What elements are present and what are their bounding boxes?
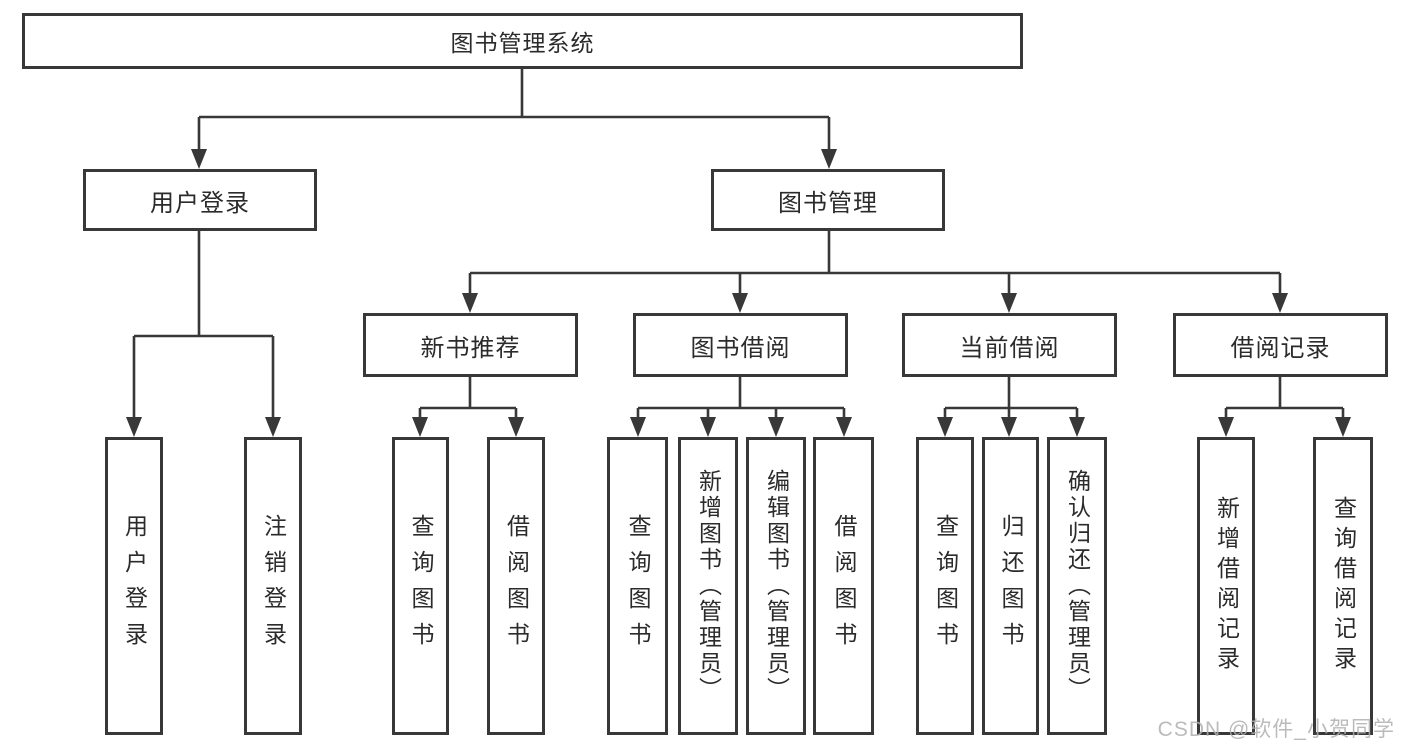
node-current-borrowing: 当前借阅	[902, 313, 1117, 377]
node-borrowing-records: 借阅记录	[1173, 313, 1388, 377]
leaf-logout-label: 注销登录	[260, 514, 287, 658]
node-current-borrowing-label: 当前借阅	[959, 334, 1060, 362]
leaf-add-borrow-record-label: 新增借阅记录	[1213, 496, 1240, 676]
leaf-query-books-borrowing: 查询图书	[607, 437, 668, 735]
node-root-label: 图书管理系统	[450, 30, 595, 56]
node-new-book-recommend-label: 新书推荐	[420, 334, 521, 362]
node-book-borrowing: 图书借阅	[633, 313, 848, 377]
leaf-user-login: 用户登录	[105, 437, 163, 735]
edge-user-login-children	[132, 231, 275, 419]
leaf-return-books: 归还图书	[982, 437, 1039, 735]
leaf-query-books-recommend-label: 查询图书	[408, 514, 434, 658]
edge-new-book-recommend-children	[418, 377, 518, 419]
edge-current-borrowing-children	[943, 377, 1079, 419]
node-user-login-label: 用户登录	[150, 189, 250, 217]
leaf-query-books-current: 查询图书	[916, 437, 974, 735]
leaf-query-borrow-record: 查询借阅记录	[1313, 437, 1373, 735]
leaf-confirm-return-admin: 确认归还（管理员）	[1047, 437, 1107, 735]
leaf-edit-books-admin-label: 编辑图书（管理员）	[763, 469, 790, 703]
leaf-user-login-label: 用户登录	[121, 514, 148, 658]
csdn-watermark: CSDN @软件_小贺同学	[1157, 718, 1395, 741]
edge-borrowing-records-children	[1224, 377, 1345, 419]
leaf-query-books-current-label: 查询图书	[932, 514, 959, 658]
leaf-add-books-admin: 新增图书（管理员）	[678, 437, 738, 735]
edge-book-borrowing-children	[636, 377, 846, 419]
leaf-borrow-books-borrowing: 借阅图书	[813, 437, 874, 735]
leaf-return-books-label: 归还图书	[998, 514, 1024, 658]
node-new-book-recommend: 新书推荐	[363, 313, 578, 377]
leaf-edit-books-admin: 编辑图书（管理员）	[746, 437, 806, 735]
leaf-query-books-borrowing-label: 查询图书	[625, 514, 651, 658]
leaf-logout: 注销登录	[244, 437, 302, 735]
node-user-login: 用户登录	[83, 169, 317, 231]
node-root: 图书管理系统	[22, 13, 1023, 69]
leaf-add-borrow-record: 新增借阅记录	[1197, 437, 1255, 735]
leaf-confirm-return-admin-label: 确认归还（管理员）	[1064, 469, 1091, 703]
arrowheads	[126, 149, 1351, 437]
leaf-query-books-recommend: 查询图书	[392, 437, 449, 735]
node-book-borrowing-label: 图书借阅	[690, 334, 791, 362]
leaf-borrow-books-borrowing-label: 借阅图书	[831, 514, 857, 658]
edge-root-to-level2	[197, 69, 831, 151]
leaf-add-books-admin-label: 新增图书（管理员）	[695, 469, 722, 703]
leaf-borrow-books-recommend-label: 借阅图书	[503, 514, 530, 658]
node-book-management-label: 图书管理	[778, 189, 878, 217]
leaf-borrow-books-recommend: 借阅图书	[487, 437, 545, 735]
edge-book-management-children	[468, 231, 1282, 295]
node-book-management: 图书管理	[711, 169, 945, 231]
node-borrowing-records-label: 借阅记录	[1230, 334, 1331, 362]
leaf-query-borrow-record-label: 查询借阅记录	[1330, 496, 1357, 676]
